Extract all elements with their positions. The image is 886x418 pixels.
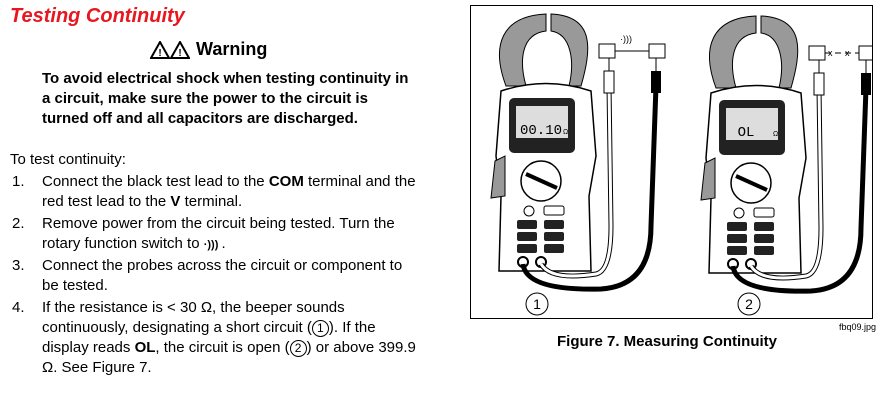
warning-heading: !! Warning xyxy=(150,39,267,60)
svg-text:x: x xyxy=(845,48,850,58)
callout-1: 1 xyxy=(311,319,329,337)
step-bold: COM xyxy=(268,173,304,190)
step-text: terminal. xyxy=(180,193,243,210)
step-number: 1. xyxy=(12,173,25,190)
step-text: Connect the black test lead to the xyxy=(42,173,269,190)
figure-filename: fbq09.jpg xyxy=(839,322,877,332)
step-text: If the resistance is < 30 Ω, the beeper … xyxy=(42,298,345,336)
list-item: 2. Remove power from the circuit being te… xyxy=(0,214,420,255)
display-unit-1: Ω xyxy=(563,129,568,136)
step-text: . xyxy=(221,234,226,252)
figure-frame: ·))) 00.10 Ω x x OL Ω 1 2 xyxy=(470,5,873,319)
warning-icon: !! xyxy=(150,40,190,59)
figure-label-2: 2 xyxy=(745,296,753,312)
step-number: 3. xyxy=(12,257,25,274)
list-item: 1. Connect the black test lead to the COM… xyxy=(0,172,420,212)
step-text: Remove power from the circuit being test… xyxy=(42,214,395,252)
intro-text: To test continuity: xyxy=(10,151,126,168)
list-item: 4. If the resistance is < 30 Ω, the beepe… xyxy=(0,298,420,378)
step-text: , the circuit is open ( xyxy=(155,338,290,356)
svg-text:!: ! xyxy=(178,48,181,59)
step-number: 2. xyxy=(12,214,25,232)
step-bold: V xyxy=(170,193,181,210)
figure-caption: Figure 7. Measuring Continuity xyxy=(557,333,778,350)
warning-label: Warning xyxy=(196,39,268,59)
figure-label-1: 1 xyxy=(533,296,541,312)
steps-list: 1. Connect the black test lead to the COM… xyxy=(0,172,420,379)
display-reading-2: OL xyxy=(738,125,755,141)
step-text: terminal and the red test lead to the xyxy=(42,173,416,210)
warning-text: To avoid electrical shock when testing c… xyxy=(42,70,409,127)
figure-illustration: ·))) 00.10 Ω x x OL Ω 1 2 xyxy=(471,6,872,316)
section-title: Testing Continuity xyxy=(10,5,185,27)
step-text: ) or above 399.9 Ω. See Figure 7. xyxy=(42,338,416,376)
display-unit-2: Ω xyxy=(773,131,778,138)
list-item: 3. Connect the probes across the circuit … xyxy=(0,256,420,296)
continuity-icon: ·))) xyxy=(620,34,632,44)
callout-2: 2 xyxy=(289,339,307,357)
step-bold: OL xyxy=(134,338,156,356)
continuity-icon: ·))) xyxy=(203,238,222,251)
step-text: Connect the probes across the circuit or… xyxy=(42,257,403,294)
step-number: 4. xyxy=(12,298,25,316)
svg-text:!: ! xyxy=(158,48,161,59)
svg-text:x: x xyxy=(828,48,833,58)
step-text: ). If the display reads xyxy=(42,318,376,356)
display-reading-1: 00.10 xyxy=(520,123,562,139)
